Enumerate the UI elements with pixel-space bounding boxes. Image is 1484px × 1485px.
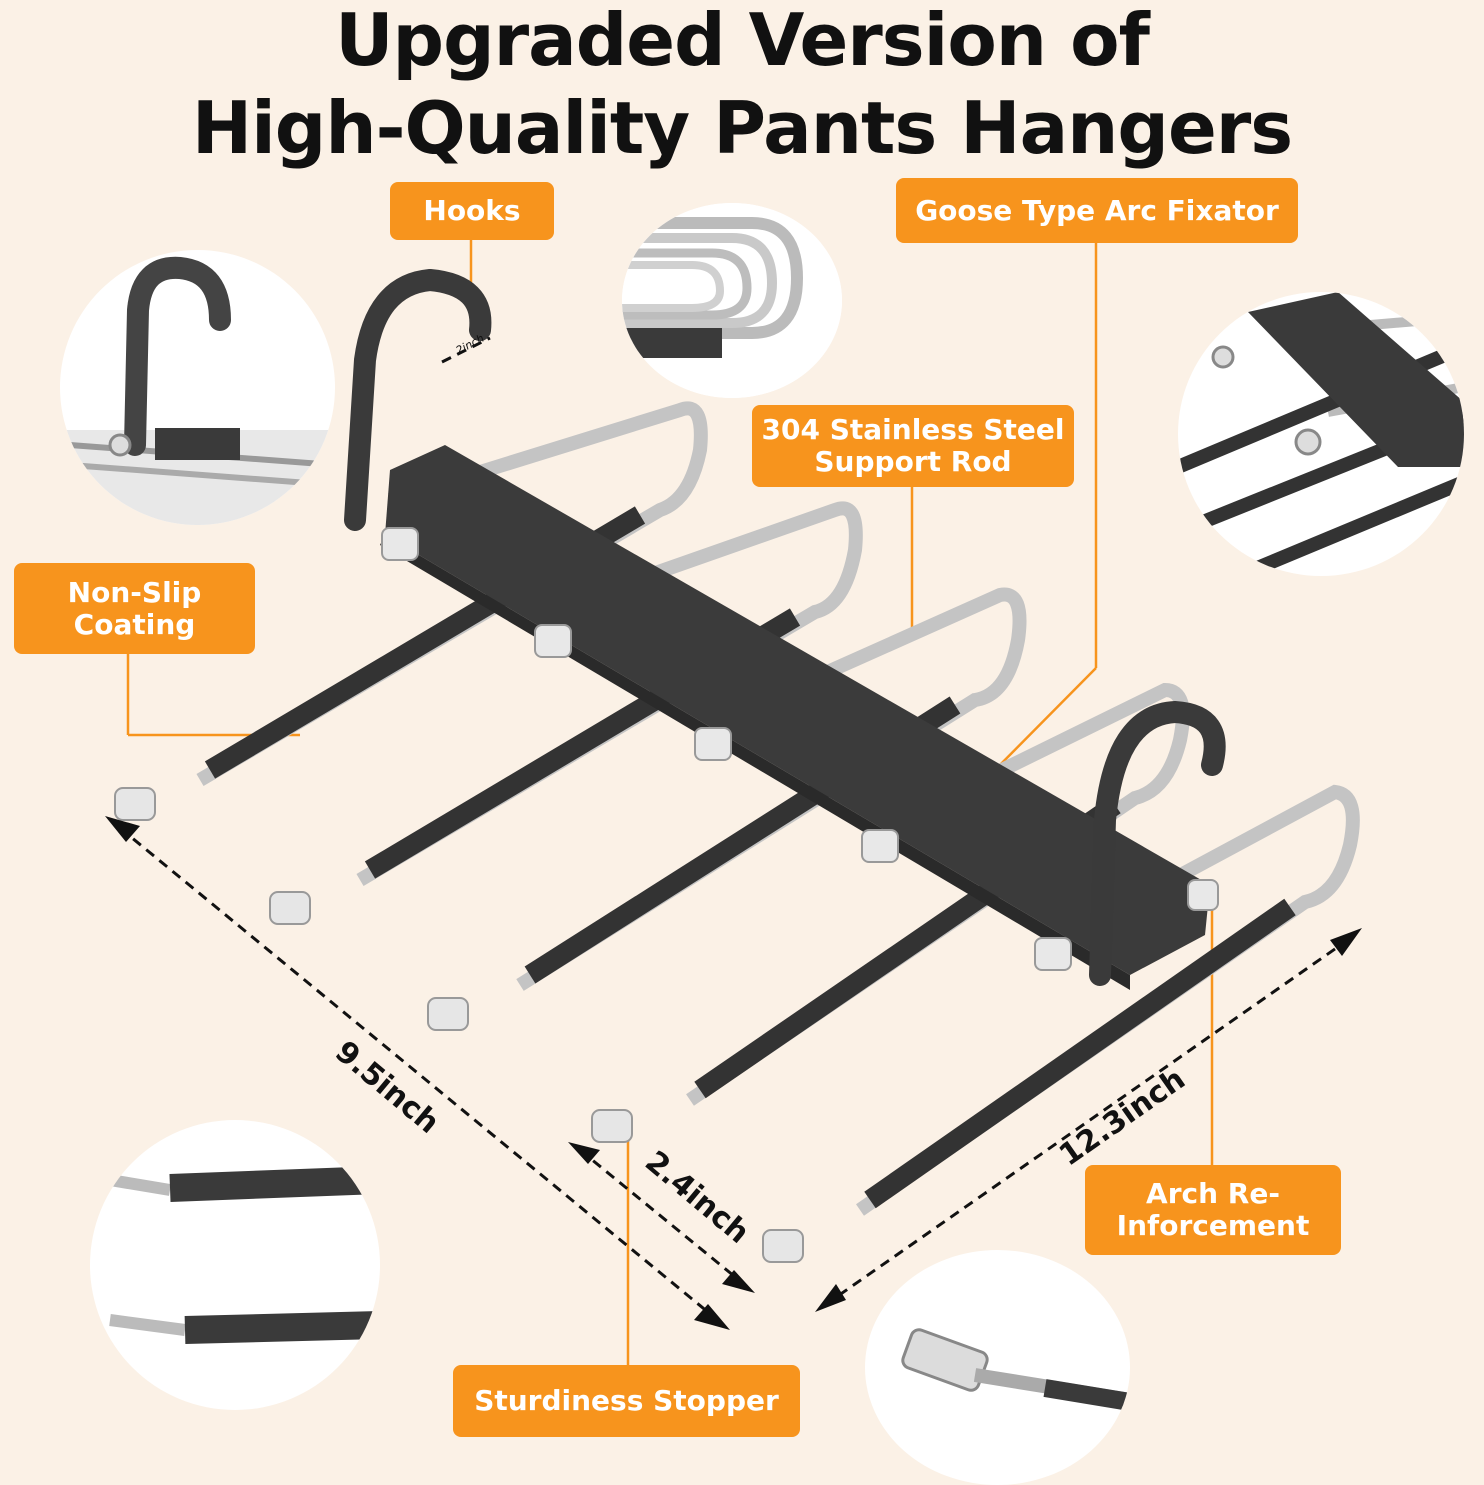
- stopper-detail-circle: [865, 1250, 1130, 1485]
- arch-reinforcement-callout: Arch Re- Inforcement: [1085, 1165, 1341, 1255]
- arch-callout-line2: Inforcement: [1116, 1209, 1310, 1242]
- hooks-callout: Hooks: [390, 182, 554, 240]
- sturdiness-stopper-callout-text: Sturdiness Stopper: [474, 1384, 779, 1417]
- hooks-callout-text: Hooks: [423, 194, 521, 227]
- stainless-steel-callout-line1: 304 Stainless Steel: [761, 413, 1065, 446]
- arc-fixator-detail-circle: [622, 203, 842, 398]
- stainless-steel-callout-line2: Support Rod: [814, 445, 1012, 478]
- non-slip-coating-callout: Non-Slip Coating: [14, 563, 255, 654]
- goose-arc-fixator-callout: Goose Type Arc Fixator: [896, 178, 1298, 243]
- hook-detail-circle: [60, 250, 335, 525]
- coating-detail-circle: [90, 1120, 380, 1410]
- stainless-steel-callout: 304 Stainless Steel Support Rod: [752, 405, 1074, 487]
- non-slip-callout-line2: Coating: [73, 607, 196, 641]
- title-line-2: High-Quality Pants Hangers: [191, 86, 1293, 170]
- arch-callout-line1: Arch Re-: [1146, 1177, 1280, 1210]
- goose-arc-fixator-callout-text: Goose Type Arc Fixator: [915, 193, 1279, 227]
- title-line-1: Upgraded Version of: [335, 0, 1150, 82]
- sturdiness-stopper-callout: Sturdiness Stopper: [453, 1365, 800, 1437]
- non-slip-callout-line1: Non-Slip: [67, 575, 202, 609]
